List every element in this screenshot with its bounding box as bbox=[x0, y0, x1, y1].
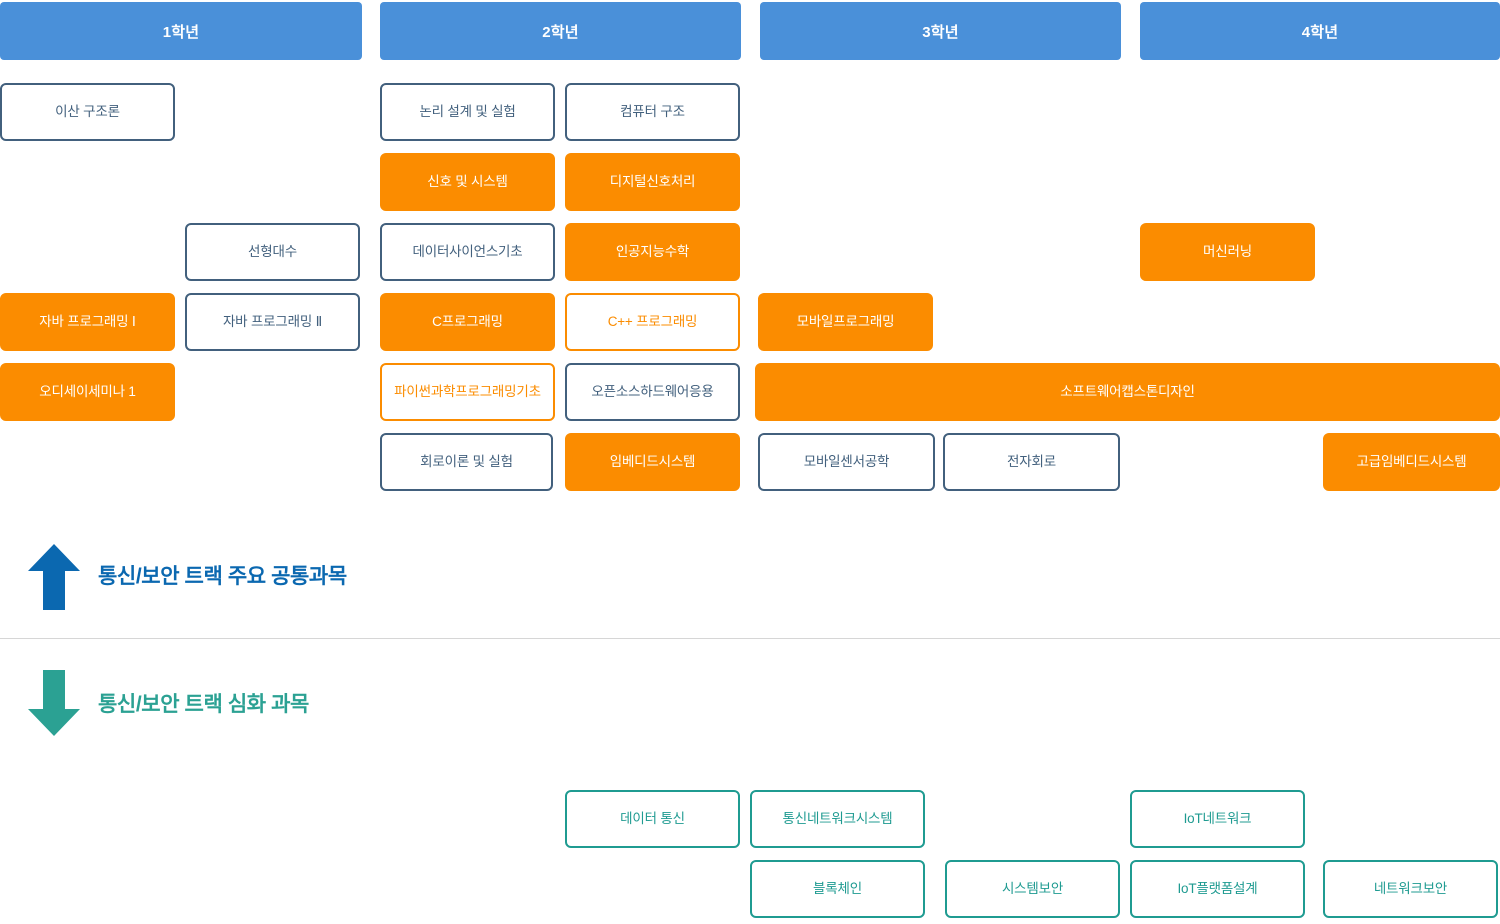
arrow-down-icon bbox=[28, 670, 80, 736]
legend-label-track: 통신/보안 트랙 심화 과목 bbox=[98, 693, 309, 716]
course-box[interactable]: 블록체인 bbox=[750, 860, 925, 918]
year-header-1: 1학년 bbox=[0, 2, 362, 60]
course-box[interactable]: 신호 및 시스템 bbox=[380, 153, 555, 211]
course-box[interactable]: 디지털신호처리 bbox=[565, 153, 740, 211]
course-box[interactable]: 오디세이세미나 1 bbox=[0, 363, 175, 421]
course-box[interactable]: IoT플랫폼설계 bbox=[1130, 860, 1305, 918]
course-box[interactable]: 데이터 통신 bbox=[565, 790, 740, 848]
course-box[interactable]: 회로이론 및 실험 bbox=[380, 433, 553, 491]
arrow-up-icon bbox=[28, 544, 80, 610]
course-box[interactable]: 자바 프로그래밍 Ⅱ bbox=[185, 293, 360, 351]
course-box[interactable]: 모바일프로그래밍 bbox=[758, 293, 933, 351]
course-box[interactable]: IoT네트워크 bbox=[1130, 790, 1305, 848]
course-box[interactable]: 컴퓨터 구조 bbox=[565, 83, 740, 141]
course-box[interactable]: 전자회로 bbox=[943, 433, 1120, 491]
course-box[interactable]: 소프트웨어캡스톤디자인 bbox=[755, 363, 1500, 421]
course-box[interactable]: 이산 구조론 bbox=[0, 83, 175, 141]
course-box[interactable]: C프로그래밍 bbox=[380, 293, 555, 351]
course-box[interactable]: 모바일센서공학 bbox=[758, 433, 935, 491]
course-box[interactable]: 논리 설계 및 실험 bbox=[380, 83, 555, 141]
course-box[interactable]: 선형대수 bbox=[185, 223, 360, 281]
year-header-3: 3학년 bbox=[760, 2, 1121, 60]
section-divider bbox=[0, 638, 1500, 639]
course-box[interactable]: 네트워크보안 bbox=[1323, 860, 1498, 918]
course-box[interactable]: C++ 프로그래밍 bbox=[565, 293, 740, 351]
year-header-2: 2학년 bbox=[380, 2, 741, 60]
course-box[interactable]: 고급임베디드시스템 bbox=[1323, 433, 1500, 491]
course-box[interactable]: 오픈소스하드웨어응용 bbox=[565, 363, 740, 421]
course-box[interactable]: 데이터사이언스기초 bbox=[380, 223, 555, 281]
course-box[interactable]: 인공지능수학 bbox=[565, 223, 740, 281]
course-box[interactable]: 자바 프로그래밍 Ⅰ bbox=[0, 293, 175, 351]
course-box[interactable]: 머신러닝 bbox=[1140, 223, 1315, 281]
course-box[interactable]: 파이썬과학프로그래밍기초 bbox=[380, 363, 555, 421]
year-header-4: 4학년 bbox=[1140, 2, 1500, 60]
legend-label-common: 통신/보안 트랙 주요 공통과목 bbox=[98, 565, 347, 588]
course-box[interactable]: 통신네트워크시스템 bbox=[750, 790, 925, 848]
course-box[interactable]: 임베디드시스템 bbox=[565, 433, 740, 491]
course-box[interactable]: 시스템보안 bbox=[945, 860, 1120, 918]
